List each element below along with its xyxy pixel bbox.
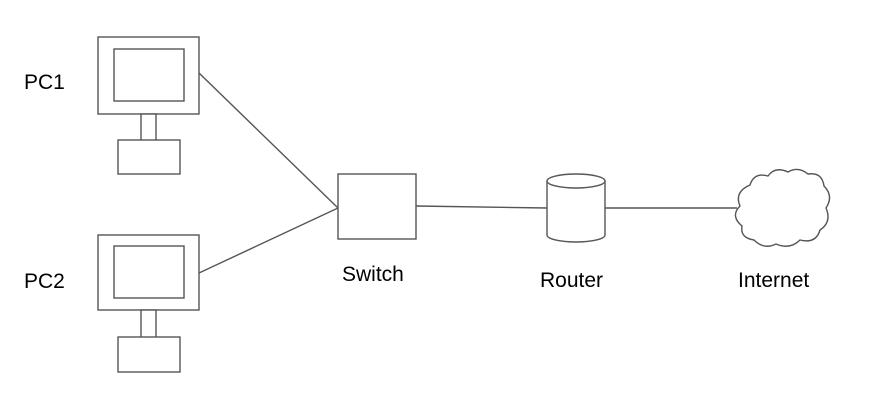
link-pc2-switch xyxy=(198,207,339,274)
switch-label: Switch xyxy=(342,263,404,286)
internet-node[interactable]: Internet xyxy=(734,168,831,292)
internet-label: Internet xyxy=(738,269,809,292)
pc2-screen xyxy=(113,245,185,299)
link-switch-router xyxy=(415,205,548,209)
router-body xyxy=(546,181,606,243)
pc2-computer-icon xyxy=(97,234,200,373)
switch-icon xyxy=(337,173,417,240)
pc1-base xyxy=(117,139,181,175)
router-cylinder-icon xyxy=(546,173,606,243)
router-node[interactable]: Router xyxy=(540,173,606,292)
pc1-screen xyxy=(113,48,185,102)
router-label: Router xyxy=(540,269,603,292)
cloud-icon xyxy=(734,168,831,247)
link-pc1-switch xyxy=(198,72,339,209)
router-top xyxy=(546,173,606,189)
pc2-label: PC2 xyxy=(24,270,65,293)
pc1-computer-icon xyxy=(97,36,200,175)
connections xyxy=(198,72,737,274)
pc2-node[interactable]: PC2 xyxy=(24,234,200,373)
pc1-label: PC1 xyxy=(24,71,65,94)
switch-node[interactable]: Switch xyxy=(337,173,417,286)
pc1-node[interactable]: PC1 xyxy=(24,36,200,175)
pc2-base xyxy=(117,336,181,373)
